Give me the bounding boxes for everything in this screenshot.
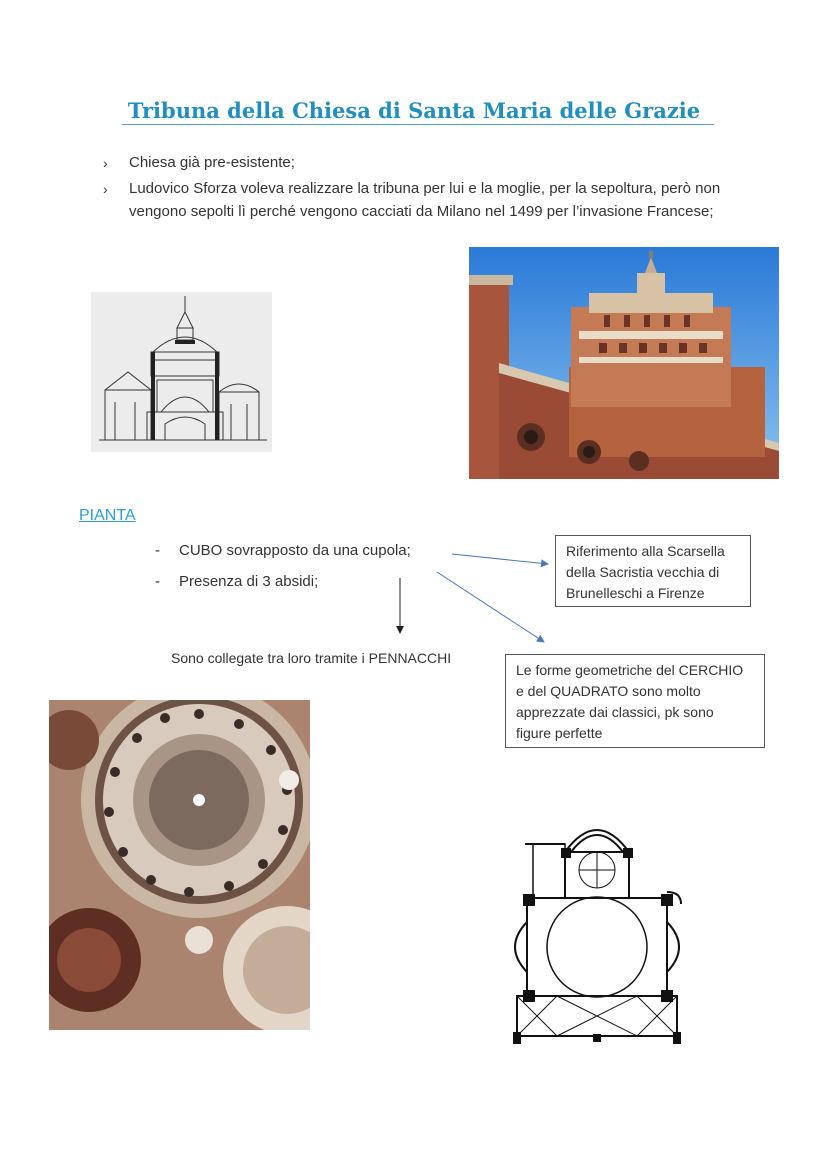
note-box-forme: Le forme geometriche del CERCHIO e del Q… (505, 654, 765, 748)
bullet-text-1: Chiesa già pre-esistente; (129, 154, 295, 171)
note-line: apprezzate dai classici, pk sono (516, 704, 714, 720)
note-line: e del QUADRATO sono molto (516, 683, 701, 699)
note-line: della Sacristia vecchia di (566, 564, 720, 580)
pianta-item-cubo: CUBO sovrapposto da una cupola; (179, 542, 411, 559)
bullet-text-2-cont: vengono sepolti lì perché vengono caccia… (129, 203, 714, 220)
note-line: figure perfette (516, 725, 603, 741)
dash-marker: - (155, 573, 160, 590)
bullet-marker: › (103, 155, 108, 171)
section-heading-pianta: PIANTA (79, 507, 136, 524)
bullet-marker: › (103, 181, 108, 197)
page-title: Tribuna della Chiesa di Santa Maria dell… (127, 98, 701, 123)
church-exterior-photo (469, 247, 779, 479)
note-line: Brunelleschi a Firenze (566, 585, 705, 601)
dome-interior-photo (49, 700, 310, 1030)
dash-marker: - (155, 542, 160, 559)
bullet-text-2: Ludovico Sforza voleva realizzare la tri… (129, 180, 721, 197)
note-box-scarsella: Riferimento alla Scarsella della Sacrist… (555, 535, 751, 607)
title-underline (122, 124, 714, 125)
note-line: Le forme geometriche del CERCHIO (516, 662, 744, 678)
section-drawing-image (91, 292, 272, 452)
note-pennacchi: Sono collegate tra loro tramite i PENNAC… (171, 650, 452, 666)
pianta-item-absidi: Presenza di 3 absidi; (179, 573, 319, 590)
floor-plan-drawing (505, 812, 685, 1052)
note-line: Riferimento alla Scarsella (566, 543, 725, 559)
